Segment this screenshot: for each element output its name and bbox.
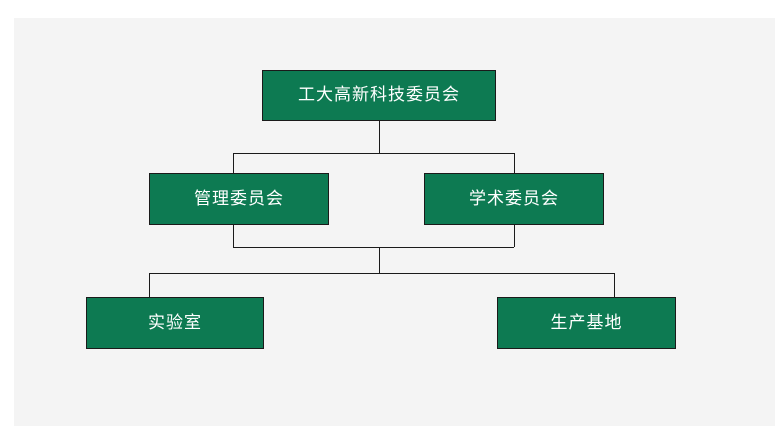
org-node-management-committee-label: 管理委员会: [194, 188, 284, 209]
connector-drop-to-academic: [514, 153, 515, 173]
org-node-root[interactable]: 工大高新科技委员会: [262, 70, 496, 121]
org-node-management-committee[interactable]: 管理委员会: [149, 173, 329, 225]
org-node-root-label: 工大高新科技委员会: [298, 85, 460, 105]
org-node-production-base[interactable]: 生产基地: [497, 297, 676, 349]
connector-merge-stem: [379, 247, 380, 273]
connector-tier2-distribution-bar: [233, 153, 514, 154]
connector-drop-to-production-base: [614, 273, 615, 297]
org-node-laboratory-label: 实验室: [148, 312, 202, 333]
connector-tier2-merge-bar: [233, 247, 514, 248]
org-node-academic-committee-label: 学术委员会: [469, 188, 559, 209]
connector-riser-from-academic: [514, 225, 515, 247]
connector-tier3-distribution-bar: [149, 273, 614, 274]
connector-drop-to-laboratory: [149, 273, 150, 297]
org-node-production-base-label: 生产基地: [550, 312, 623, 333]
org-node-laboratory[interactable]: 实验室: [86, 297, 264, 349]
connector-root-stem: [379, 121, 380, 154]
connector-riser-from-management: [233, 225, 234, 247]
org-node-academic-committee[interactable]: 学术委员会: [424, 173, 604, 225]
connector-drop-to-management: [233, 153, 234, 173]
